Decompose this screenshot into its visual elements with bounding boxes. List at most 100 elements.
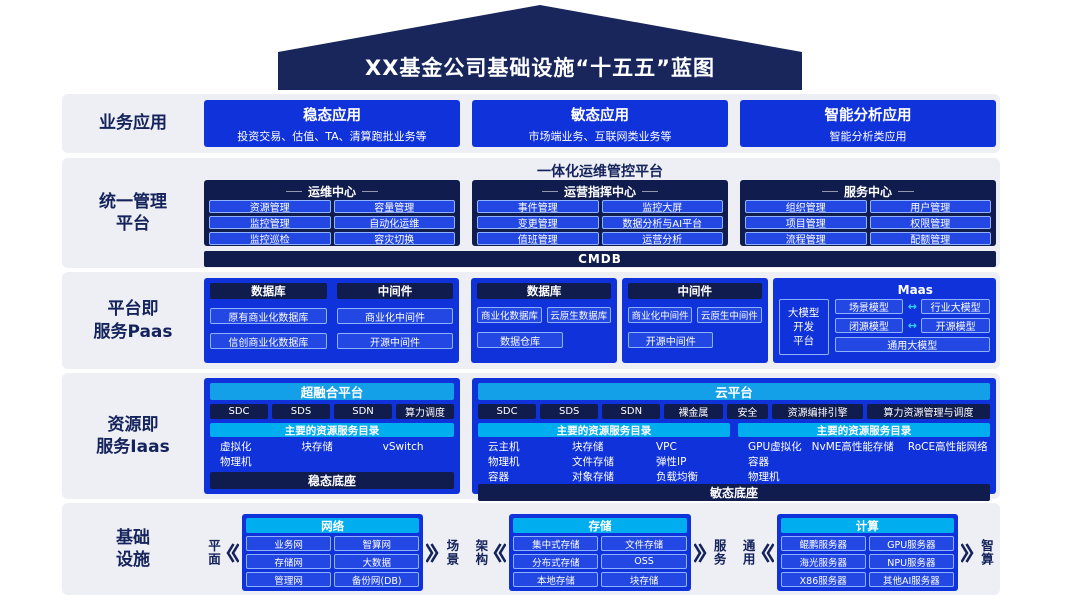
panel-items: 事件管理 监控大屏 变更管理 数据分析与AI平台 值班管理 运营分析 — [477, 200, 723, 245]
infra-item: GPU服务器 — [868, 536, 954, 551]
item-row: 商业化数据库 云原生数据库 — [477, 307, 611, 323]
network-group: 平面 网络 业务网 智算网 存储网 大数据 管理网 备份网(DB) — [204, 510, 461, 595]
panel-item: 项目管理 — [745, 216, 867, 229]
network-box: 网络 业务网 智算网 存储网 大数据 管理网 备份网(DB) — [242, 514, 424, 591]
item-row: 数据仓库 — [477, 332, 611, 348]
paas-item: 商业化中间件 — [627, 307, 693, 323]
row-label-infra: 基础 设施 — [62, 503, 204, 595]
storage-box: 存储 集中式存储 文件存储 分布式存储 OSS 本地存储 块存储 — [509, 514, 691, 591]
infra-box-title: 网络 — [246, 518, 420, 533]
maas-title: Maas — [897, 283, 933, 297]
infra-item: 业务网 — [246, 536, 332, 551]
infra-item: NPU服务器 — [868, 554, 954, 569]
catalog-item: RoCE高性能网络 — [907, 441, 988, 453]
panel-header: 运营指挥中心 — [477, 183, 723, 199]
column-header: 中间件 — [336, 283, 454, 299]
cmdb-bar: CMDB — [204, 251, 996, 267]
panel-header: 云平台 — [478, 383, 990, 400]
infra-item: 分布式存储 — [513, 554, 599, 569]
stable-base-bar: 稳态底座 — [210, 472, 454, 489]
middleware-column: 中间件 商业化中间件 开源中间件 — [336, 283, 454, 358]
panel-title: 运营指挥中心 — [563, 184, 636, 199]
panel-header: 运维中心 — [209, 183, 455, 199]
infra-item: 大数据 — [334, 554, 420, 569]
infra-item: 文件存储 — [601, 536, 687, 551]
agile-base-bar: 敏态底座 — [478, 484, 990, 501]
app-title: 智能分析应用 — [824, 107, 912, 124]
header-line — [642, 190, 658, 192]
page-title: XX基金公司基础设施“十五五”蓝图 — [365, 56, 715, 80]
panel-header: 中间件 — [627, 283, 762, 299]
ops-platform-title: 一体化运维管控平台 — [537, 164, 663, 180]
catalog-item: 容器 — [488, 471, 509, 483]
panel-item: 资源管理 — [209, 200, 331, 213]
panel-title: 运维中心 — [307, 184, 356, 199]
panel-item: 组织管理 — [745, 200, 867, 213]
tech-item: SDN — [334, 404, 392, 419]
panel-item: 变更管理 — [477, 216, 599, 229]
chevron-left-icon — [493, 542, 507, 564]
tech-item: SDS — [540, 404, 599, 419]
tech-item: SDN — [602, 404, 661, 419]
catalog-item: 对象存储 — [572, 471, 614, 483]
panel-item: 流程管理 — [745, 232, 867, 245]
panel-header: 服务中心 — [745, 183, 991, 199]
double-arrow-icon: ↔ — [907, 319, 917, 332]
catalog-item: 弹性IP — [656, 456, 687, 468]
infra-item: 本地存储 — [513, 572, 599, 587]
double-arrow-icon: ↔ — [907, 300, 917, 313]
tech-row: SDC SDS SDN 算力调度 — [210, 404, 454, 419]
catalog-items: 虚拟化 块存储 vSwitch 物理机 — [210, 439, 454, 469]
infra-item: 管理网 — [246, 572, 332, 587]
tech-item: SDC — [478, 404, 537, 419]
business-apps: 稳态应用 投资交易、估值、TA、清算跑批业务等 敏态应用 市场端业务、互联网类业… — [204, 94, 996, 153]
panel-item: 监控管理 — [209, 216, 331, 229]
column-header: 数据库 — [210, 283, 327, 299]
infra-content: 平面 网络 业务网 智算网 存储网 大数据 管理网 备份网(DB) — [204, 503, 996, 595]
row-infra: 基础 设施 平面 网络 业务网 智算网 存储网 大数据 管理网 备份网(D — [62, 503, 1000, 595]
chevron-left-icon — [761, 542, 774, 564]
tech-item: 裸金属 — [664, 404, 723, 419]
paas-item: 原有商业化数据库 — [210, 308, 327, 324]
app-title: 稳态应用 — [303, 107, 361, 124]
row-paas: 平台即 服务Paas 数据库 原有商业化数据库 信创商业化数据库 中间件 商业化… — [62, 272, 1000, 369]
panel-item: 容灾切换 — [333, 232, 455, 245]
row-label-text: 平台即 — [107, 299, 159, 320]
item-row: 商业化中间件 云原生中间件 — [627, 307, 762, 323]
maas-body: 大模型 开发 平台 场景模型 ↔ 行业大模型 闭源模型 ↔ 开 — [778, 299, 991, 355]
row-management: 统一管理 平台 一体化运维管控平台 运维中心 资源管理 容量管理 监控管理 自动… — [62, 158, 1000, 268]
llm-platform-line: 平台 — [793, 335, 815, 348]
roof-banner: XX基金公司基础设施“十五五”蓝图 — [278, 5, 802, 90]
catalog-header: 主要的资源服务目录 — [210, 423, 454, 437]
app-box-analytics: 智能分析应用 智能分析类应用 — [740, 100, 996, 147]
catalog-item: 云主机 — [488, 441, 520, 453]
tech-item: 算力调度 — [396, 404, 454, 419]
row-label-text: 业务应用 — [99, 113, 167, 134]
infra-item: 鲲鹏服务器 — [780, 536, 866, 551]
model-pair-row: 场景模型 ↔ 行业大模型 — [834, 299, 991, 314]
chevron-right-icon — [426, 542, 439, 564]
tech-item: 资源编排引擎 — [772, 404, 863, 419]
infra-item: OSS — [601, 554, 687, 569]
row-label-paas: 平台即 服务Paas — [62, 272, 204, 369]
panel-title: 服务中心 — [843, 184, 892, 199]
row-label-text: 服务Iaas — [96, 437, 170, 457]
paas-content: 数据库 原有商业化数据库 信创商业化数据库 中间件 商业化中间件 开源中间件 数… — [204, 272, 996, 369]
side-label-left: 架构 — [473, 539, 489, 566]
header-line — [285, 190, 302, 192]
header-line — [541, 190, 558, 192]
infra-item: 其他AI服务器 — [868, 572, 954, 587]
panel-item: 用户管理 — [869, 200, 991, 213]
catalog-header: 主要的资源服务目录 — [478, 423, 730, 437]
panel-header: 超融合平台 — [210, 383, 454, 400]
panel-items: 资源管理 容量管理 监控管理 自动化运维 监控巡检 容灾切换 — [209, 200, 455, 245]
compute-box: 计算 鲲鹏服务器 GPU服务器 海光服务器 NPU服务器 X86服务器 其他AI… — [776, 514, 958, 591]
catalog-item: NvME高性能存储 — [811, 441, 894, 453]
cloud-database-panel: 数据库 商业化数据库 云原生数据库 数据仓库 — [471, 278, 617, 363]
model-item: 场景模型 — [834, 299, 904, 314]
infra-item: 备份网(DB) — [334, 572, 420, 587]
catalog-items: GPU虚拟化 NvME高性能存储 RoCE高性能网络 容器 物理机 — [738, 439, 990, 484]
infra-items: 业务网 智算网 存储网 大数据 管理网 备份网(DB) — [246, 536, 420, 587]
database-column: 数据库 原有商业化数据库 信创商业化数据库 — [210, 283, 327, 358]
paas-item: 开源中间件 — [336, 333, 454, 349]
